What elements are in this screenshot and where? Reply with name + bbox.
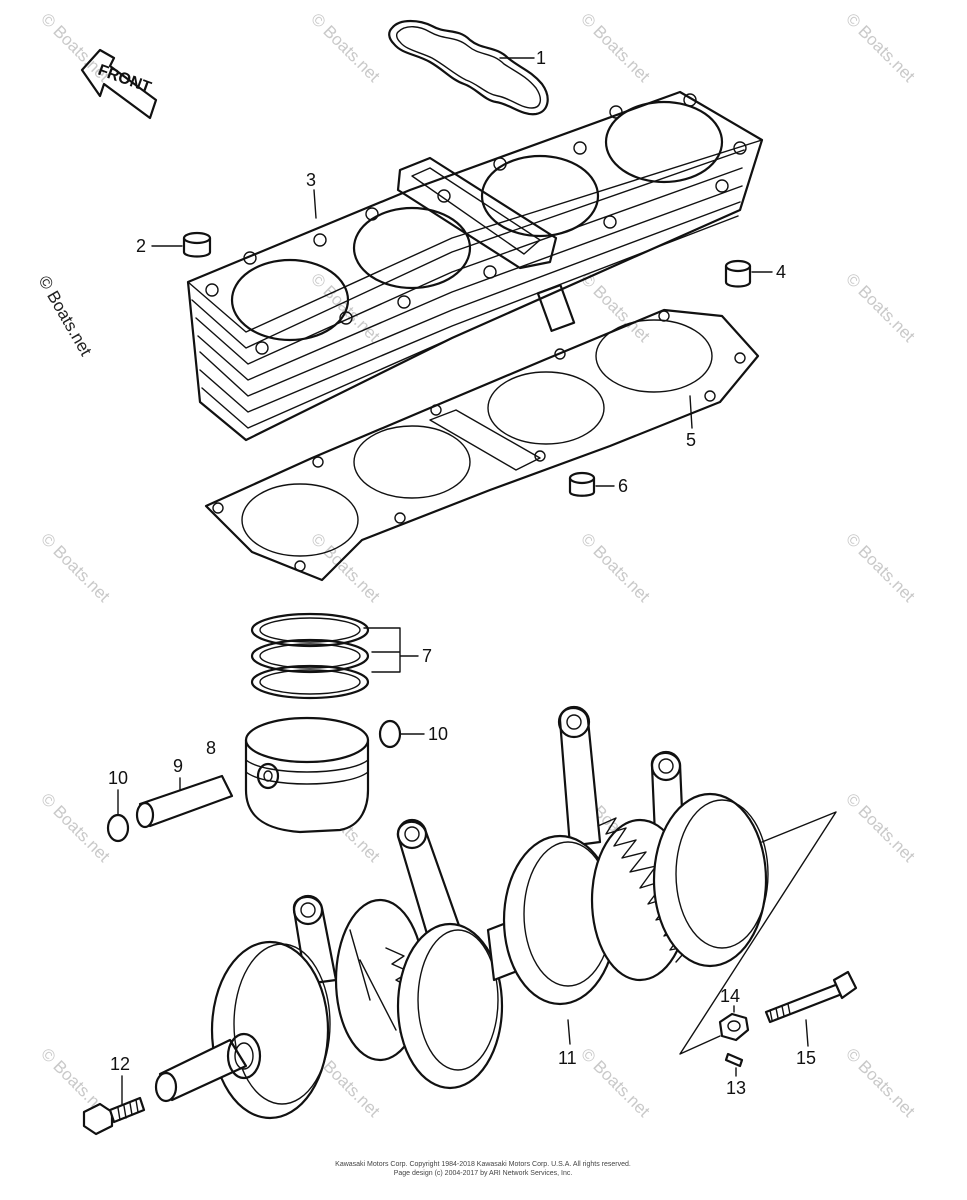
watermark: © Boats.net	[842, 269, 919, 346]
watermark: © Boats.net	[577, 529, 654, 606]
callout-2: 2	[136, 236, 146, 256]
callout-10-right: 10	[428, 724, 448, 744]
watermark: © Boats.net	[842, 789, 919, 866]
part-1-gasket-icon	[388, 19, 549, 116]
watermark: © Boats.net	[307, 529, 384, 606]
callout-6: 6	[618, 476, 628, 496]
copyright-line: Kawasaki Motors Corp. Copyright 1984-201…	[335, 1161, 631, 1168]
watermark: © Boats.net	[37, 529, 114, 606]
leader-lines	[117, 57, 837, 1105]
callout-3: 3	[306, 170, 316, 190]
callout-14: 14	[720, 986, 740, 1006]
callouts: 1 2 3 4 5 6 7 8 9 10 10 11 12 13 14 15	[108, 48, 816, 1098]
callout-9: 9	[173, 756, 183, 776]
callout-15: 15	[796, 1048, 816, 1068]
part-2-dowel-icon	[182, 231, 212, 258]
watermark-side: © Boats.net	[35, 273, 96, 360]
callout-13: 13	[726, 1078, 746, 1098]
callout-12: 12	[110, 1054, 130, 1074]
part-6-dowel-icon	[568, 471, 596, 497]
callout-11: 11	[558, 1048, 577, 1068]
watermark: © Boats.net	[577, 9, 654, 86]
part-12-bolt-icon	[82, 1096, 146, 1136]
part-7-piston-rings-icon	[250, 612, 370, 700]
part-9-piston-pin-icon	[135, 774, 234, 829]
footer: Kawasaki Motors Corp. Copyright 1984-201…	[335, 1161, 631, 1177]
page-design-line: Page design (c) 2004-2017 by ARI Network…	[394, 1170, 573, 1177]
callout-5: 5	[686, 430, 696, 450]
part-14-nut-icon	[718, 1012, 750, 1042]
callout-8: 8	[206, 738, 216, 758]
callout-4: 4	[776, 262, 786, 282]
front-label: FRONT	[96, 62, 154, 97]
part-4-dowel-icon	[724, 259, 752, 288]
callout-10-left: 10	[108, 768, 128, 788]
watermark: © Boats.net	[37, 789, 114, 866]
watermark: © Boats.net	[842, 529, 919, 606]
callout-1: 1	[536, 48, 546, 68]
watermark: © Boats.net	[577, 269, 654, 346]
part-11-crankshaft-icon	[154, 705, 769, 1120]
part-3-cylinder-block-icon	[186, 90, 764, 442]
part-8-piston-icon	[244, 716, 370, 834]
part-13-pin-icon	[724, 1052, 744, 1068]
callout-7: 7	[422, 646, 432, 666]
part-5-base-gasket-icon	[204, 308, 760, 582]
part-15-bolt-icon	[764, 970, 858, 1024]
watermark: © Boats.net	[577, 1044, 654, 1121]
watermark: © Boats.net	[842, 1044, 919, 1121]
watermark: © Boats.net	[307, 9, 384, 86]
watermark: © Boats.net	[842, 9, 919, 86]
